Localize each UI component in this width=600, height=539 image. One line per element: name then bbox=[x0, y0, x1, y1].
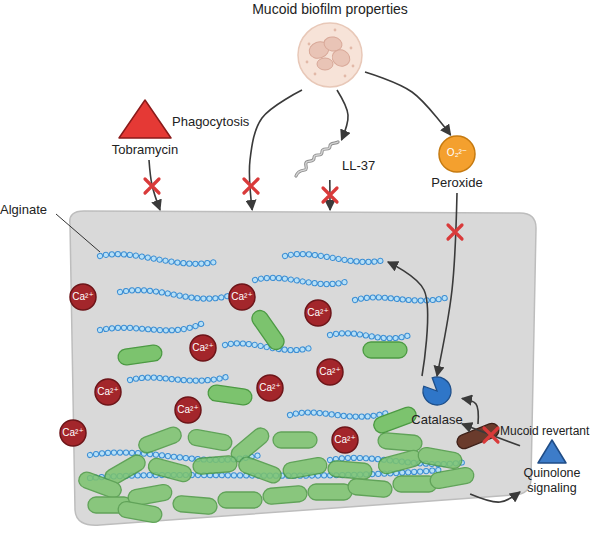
catalase-enzyme: Catalase bbox=[412, 376, 462, 426]
formula-label: O₂²⁻ bbox=[439, 146, 475, 160]
signal-triangle bbox=[538, 440, 566, 463]
agent-label: Tobramycin bbox=[95, 142, 195, 157]
cell-granule bbox=[334, 29, 337, 32]
bacterium-rod bbox=[347, 478, 392, 498]
calcium-ion: Ca²⁺ bbox=[304, 299, 332, 327]
peptide-helix: LL-37 bbox=[292, 140, 382, 180]
neutrophil-cell: Mucoid biofilm properties bbox=[295, 0, 365, 90]
bacterium-rod bbox=[273, 432, 317, 448]
part-label: Alginate bbox=[0, 202, 58, 217]
cell-granule bbox=[314, 73, 317, 76]
bacterium-rod bbox=[327, 460, 372, 480]
calcium-ion: Ca²⁺ bbox=[316, 358, 344, 386]
revertant-cell: Mucoid revertant bbox=[448, 424, 598, 454]
calcium-ion: Ca²⁺ bbox=[59, 419, 87, 447]
cell-body bbox=[298, 23, 362, 87]
agent-label: LL-37 bbox=[342, 158, 386, 173]
cell-granule bbox=[306, 61, 309, 64]
calcium-circle bbox=[257, 375, 283, 401]
calcium-circle bbox=[317, 359, 343, 385]
calcium-circle bbox=[190, 335, 216, 361]
bacterium-rod bbox=[218, 492, 262, 508]
ion-label: Ca²⁺ bbox=[69, 290, 97, 304]
part-label: Catalase bbox=[402, 412, 472, 427]
calcium-circle bbox=[95, 379, 121, 405]
ion-label: Ca²⁺ bbox=[59, 426, 87, 440]
block-cross bbox=[323, 188, 337, 202]
calcium-ion: Ca²⁺ bbox=[256, 374, 284, 402]
agent-label: Peroxide bbox=[417, 175, 497, 190]
ion-label: Ca²⁺ bbox=[228, 290, 256, 304]
arrow-connector bbox=[337, 90, 348, 140]
calcium-circle bbox=[332, 427, 358, 453]
revertant-rod bbox=[455, 421, 501, 450]
calcium-ion: Ca²⁺ bbox=[69, 283, 97, 311]
cell-granule bbox=[350, 47, 353, 50]
ion-label: Ca²⁺ bbox=[189, 341, 217, 355]
biofilm-outline bbox=[70, 211, 536, 525]
calcium-ion: Ca²⁺ bbox=[189, 334, 217, 362]
cell-granule bbox=[308, 43, 311, 46]
part-label: Mucoid revertant bbox=[500, 424, 600, 439]
ion-label: Ca²⁺ bbox=[316, 365, 344, 379]
arrow-connector bbox=[250, 90, 302, 210]
ion-label: Ca²⁺ bbox=[331, 433, 359, 447]
calcium-circle bbox=[229, 284, 255, 310]
arrow-connector bbox=[149, 160, 160, 210]
ion-label: Ca²⁺ bbox=[94, 385, 122, 399]
arrow-connector bbox=[365, 72, 451, 135]
catalase-shape bbox=[423, 377, 451, 405]
oxidant-circle bbox=[439, 136, 475, 172]
calcium-circle bbox=[60, 420, 86, 446]
cell-granule bbox=[352, 65, 355, 68]
calcium-circle bbox=[175, 397, 201, 423]
bacterium-rod bbox=[262, 485, 307, 505]
calcium-ion: Ca²⁺ bbox=[331, 426, 359, 454]
part-label: Quinolone signaling bbox=[512, 466, 592, 496]
calcium-circle bbox=[305, 300, 331, 326]
cell-nucleus bbox=[317, 58, 333, 70]
ion-label: Ca²⁺ bbox=[174, 403, 202, 417]
bacterium-rod bbox=[172, 495, 217, 515]
figure-heading: Mucoid biofilm properties bbox=[235, 2, 425, 17]
calcium-ion: Ca²⁺ bbox=[94, 378, 122, 406]
bacterium-rod bbox=[308, 484, 352, 500]
bacterium-rod bbox=[363, 342, 407, 358]
block-cross bbox=[244, 179, 258, 193]
antibiotic-triangle bbox=[119, 100, 171, 138]
edge-label: Phagocytosis bbox=[172, 114, 249, 129]
signal-triangle: Quinolone signaling bbox=[520, 436, 584, 506]
calcium-ion: Ca²⁺ bbox=[174, 396, 202, 424]
ion-label: Ca²⁺ bbox=[304, 306, 332, 320]
bacterium-rod bbox=[192, 455, 237, 475]
peptide-helix-shine bbox=[296, 142, 338, 176]
oxidant-circle: O₂²⁻Peroxide bbox=[425, 135, 489, 193]
block-cross bbox=[145, 179, 159, 193]
bacterium-rod bbox=[377, 432, 422, 452]
calcium-ion: Ca²⁺ bbox=[228, 283, 256, 311]
ion-label: Ca²⁺ bbox=[256, 381, 284, 395]
arrow-connector bbox=[329, 180, 331, 210]
calcium-circle bbox=[70, 284, 96, 310]
peptide-helix bbox=[296, 142, 338, 176]
cell-granule bbox=[344, 75, 347, 78]
